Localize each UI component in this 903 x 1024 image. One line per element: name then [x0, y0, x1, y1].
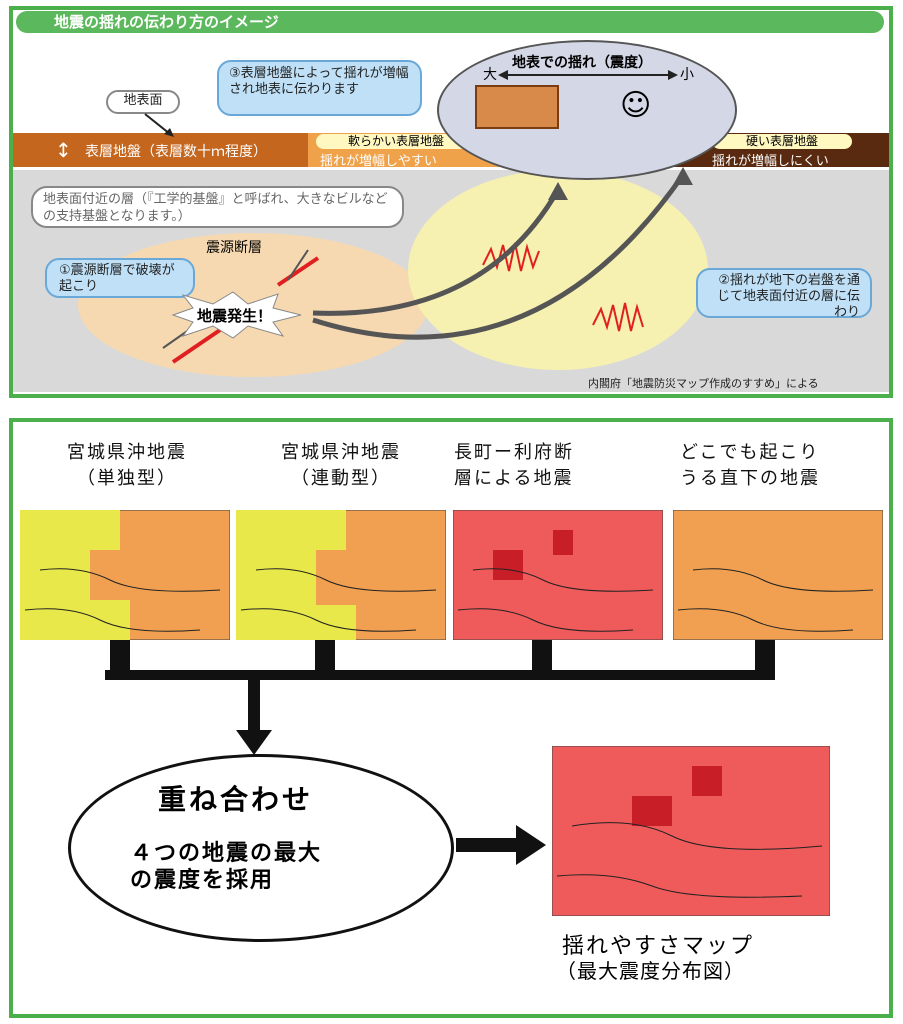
surface-layer-label: 表層地盤（表層数十ｍ程度） — [85, 144, 267, 160]
soft-layer-text: 揺れが増幅しやすい — [320, 154, 437, 169]
result-subtitle: （最大震度分布図） — [556, 959, 745, 983]
fault-line — [171, 326, 225, 364]
hard-layer-tag: 硬い表層地盤 — [712, 134, 852, 149]
soft-layer-tag: 軟らかい表層地盤 — [316, 134, 476, 149]
quake-label: 地震発生！ — [197, 307, 273, 325]
house-icon — [475, 85, 559, 129]
map-anywhere — [673, 510, 883, 640]
map-miyagi-linked — [236, 510, 446, 640]
fault-label: 震源断層 — [206, 240, 262, 256]
step1-callout: ①震源断層で破壊が起こり — [45, 258, 195, 298]
fault-line — [276, 256, 320, 287]
person-icon: ☺ — [620, 88, 652, 123]
hard-layer-text: 揺れが増幅しにくい — [712, 154, 829, 169]
surface-pointer — [144, 113, 174, 137]
surface-label: 地表面 — [106, 90, 180, 114]
step2-callout: ②揺れが地下の岩盤を通じて地表面付近の層に伝わり — [696, 268, 872, 320]
wave-arrow — [312, 188, 561, 316]
thickness-icon: ↕ — [55, 138, 72, 162]
step3-callout: ③表層地盤によって揺れが増幅され地表に伝わります — [217, 60, 422, 116]
result-arrow — [456, 825, 546, 865]
overlay-text-2: の震度を採用 — [130, 868, 275, 893]
map-label-3: 長町ー利府断層による地震 — [454, 442, 574, 489]
overlay-ellipse — [68, 754, 454, 942]
merge-connector — [105, 640, 775, 755]
result-title: 揺れやすさマップ — [562, 934, 755, 959]
wave-arrow — [312, 173, 686, 340]
big-label: 大 — [483, 67, 497, 83]
small-label: 小 — [680, 67, 694, 83]
intensity-arrow — [498, 70, 678, 80]
panel-title: 地震の揺れの伝わり方のイメージ — [16, 11, 884, 33]
map-label-2: 宮城県沖地震（連動型） — [281, 442, 401, 489]
map-label-1: 宮城県沖地震（単独型） — [67, 442, 187, 489]
map-label-4: どこでも起こりうる直下の地震 — [680, 442, 820, 489]
source-note: 内閣府「地震防災マップ作成のすすめ」による — [588, 377, 819, 390]
wave — [592, 302, 644, 332]
wave — [482, 242, 540, 272]
shaking-title: 地表での揺れ（震度） — [512, 55, 652, 71]
result-map — [552, 746, 830, 916]
overlay-title: 重ね合わせ — [158, 783, 314, 816]
overlay-text-1: ４つの地震の最大 — [130, 841, 323, 866]
map-nagamachi-rifu — [453, 510, 663, 640]
map-miyagi-single — [20, 510, 230, 640]
quake-burst — [171, 291, 302, 339]
basement-note: 地表面付近の層（『工学的基盤』と呼ばれ、大きなビルなどの支持基盤となります。） — [31, 186, 404, 228]
